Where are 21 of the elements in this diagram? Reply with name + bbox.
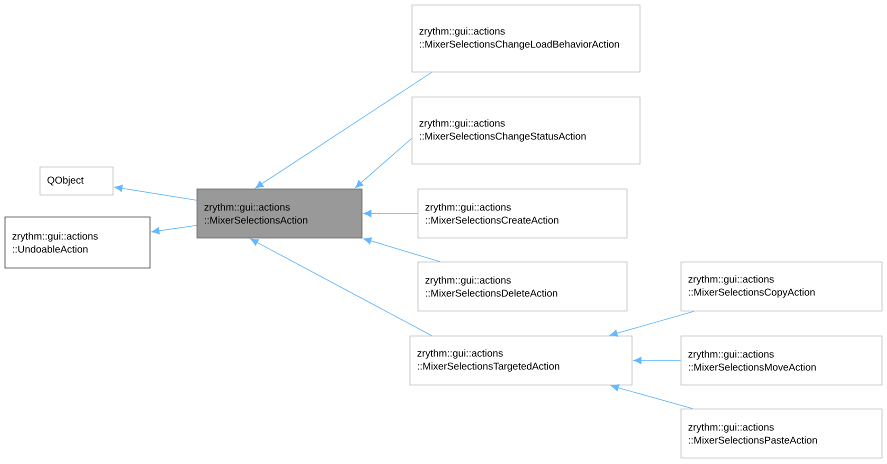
inheritance-arrow xyxy=(633,356,681,364)
class-box: zrythm::gui::actions ::MixerSelectionsTargetedAction xyxy=(410,336,632,386)
class-box: zrythm::gui::actions ::MixerSelectionsPasteAction xyxy=(680,408,882,458)
inheritance-arrow xyxy=(610,384,694,409)
class-box: zrythm::gui::actions ::MixerSelectionsMoveAction xyxy=(680,336,882,386)
class-box: zrythm::gui::actions ::MixerSelectionsChangeLoadBehaviorAction xyxy=(412,4,640,72)
class-box: zrythm::gui::actions ::MixerSelectionsAction xyxy=(196,188,362,238)
class-box: QObject xyxy=(40,166,114,196)
inheritance-arrow xyxy=(151,224,197,234)
class-box: zrythm::gui::actions ::MixerSelectionsCreateAction xyxy=(418,188,628,238)
inheritance-arrow xyxy=(250,238,432,336)
inheritance-arrow xyxy=(363,210,418,218)
class-box: zrythm::gui::actions ::MixerSelectionsCopyAction xyxy=(680,262,882,312)
inheritance-arrow xyxy=(363,237,440,262)
class-box: zrythm::gui::actions ::MixerSelectionsChangeStatusAction xyxy=(412,96,640,164)
class-box: zrythm::gui::actions ::UndoableAction xyxy=(4,216,150,268)
class-box: zrythm::gui::actions ::MixerSelectionsDeleteAction xyxy=(418,262,628,312)
inheritance-arrow xyxy=(255,72,432,188)
inheritance-arrow xyxy=(355,138,412,188)
inheritance-arrow xyxy=(610,311,694,337)
inheritance-arrow xyxy=(114,184,197,201)
